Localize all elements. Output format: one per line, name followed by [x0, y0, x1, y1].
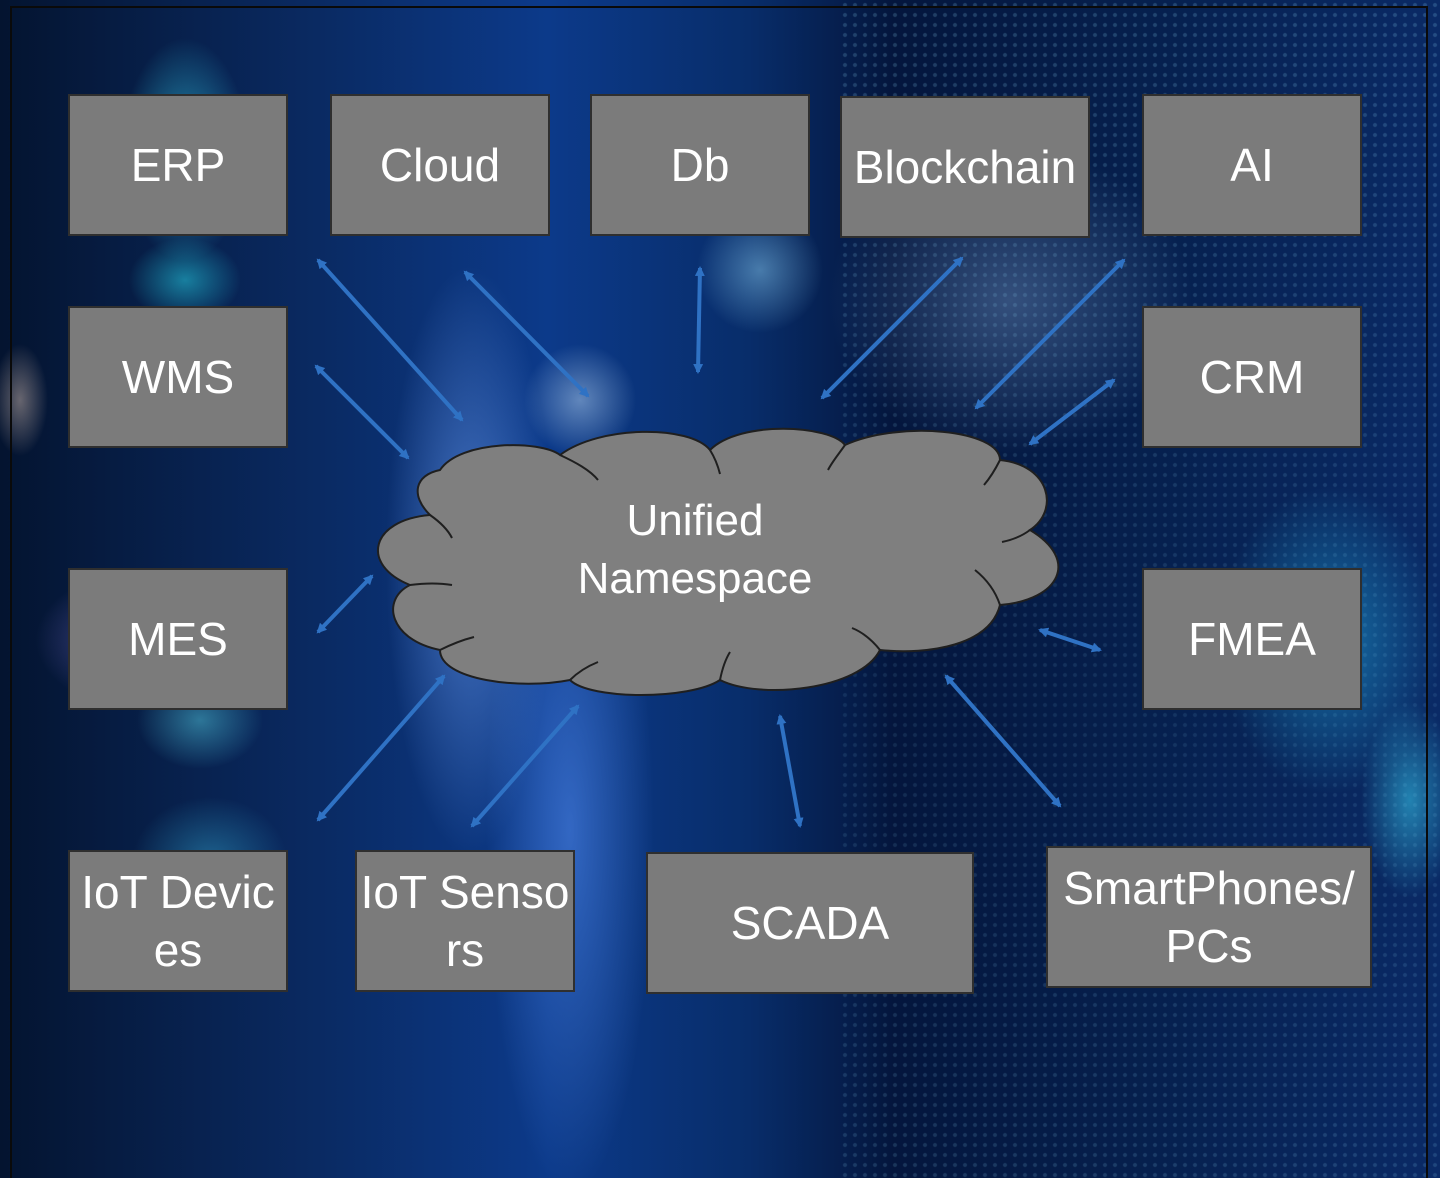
arrow-fmea: [1038, 627, 1102, 653]
arrow-blockchain: [820, 256, 964, 400]
arrow-smartphones: [944, 674, 1062, 808]
node-scada: SCADA: [646, 852, 974, 994]
node-iot-sensors: IoT Sensors: [355, 850, 575, 992]
node-iot-devices: IoT Devices: [68, 850, 288, 992]
node-blockchain: Blockchain: [840, 96, 1090, 238]
arrow-crm: [1028, 378, 1116, 446]
arrow-scada: [776, 714, 804, 828]
arrow-cloud: [463, 270, 590, 398]
arrow-wms: [314, 364, 410, 460]
arrow-mes: [316, 574, 374, 634]
node-smartphones: SmartPhones/PCs: [1046, 846, 1372, 988]
arrow-erp: [316, 258, 464, 422]
node-cloud: Cloud: [330, 94, 550, 236]
node-wms: WMS: [68, 306, 288, 448]
node-erp: ERP: [68, 94, 288, 236]
node-mes: MES: [68, 568, 288, 710]
slide-border: [10, 6, 1428, 1178]
node-crm: CRM: [1142, 306, 1362, 448]
node-ai: AI: [1142, 94, 1362, 236]
node-fmea: FMEA: [1142, 568, 1362, 710]
arrow-db: [693, 266, 705, 374]
arrow-ai: [974, 258, 1126, 410]
center-label: Unified Namespace: [577, 496, 813, 603]
unified-namespace-cloud: [377, 427, 1060, 696]
arrow-iot-devices: [316, 674, 446, 822]
arrow-iot-sensors: [470, 704, 580, 828]
node-db: Db: [590, 94, 810, 236]
